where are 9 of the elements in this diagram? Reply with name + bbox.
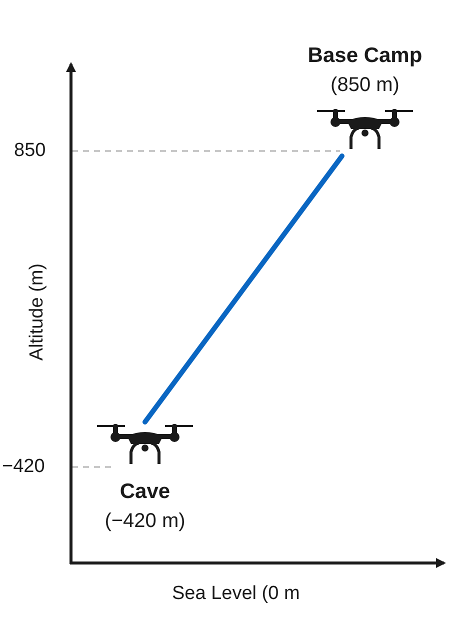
axis-title: Sea Level (0 m [172, 583, 300, 605]
place-name: Cave [120, 480, 170, 504]
axis-title: Altitude (m) [26, 263, 48, 361]
tick-label: −420 [2, 456, 45, 478]
altitude-text: (850 m) [330, 74, 400, 97]
tick-label: 850 [14, 140, 46, 162]
place-name: Base Camp [308, 44, 422, 68]
altitude-text: (−420 m) [104, 510, 186, 533]
connector-line [142, 154, 344, 424]
